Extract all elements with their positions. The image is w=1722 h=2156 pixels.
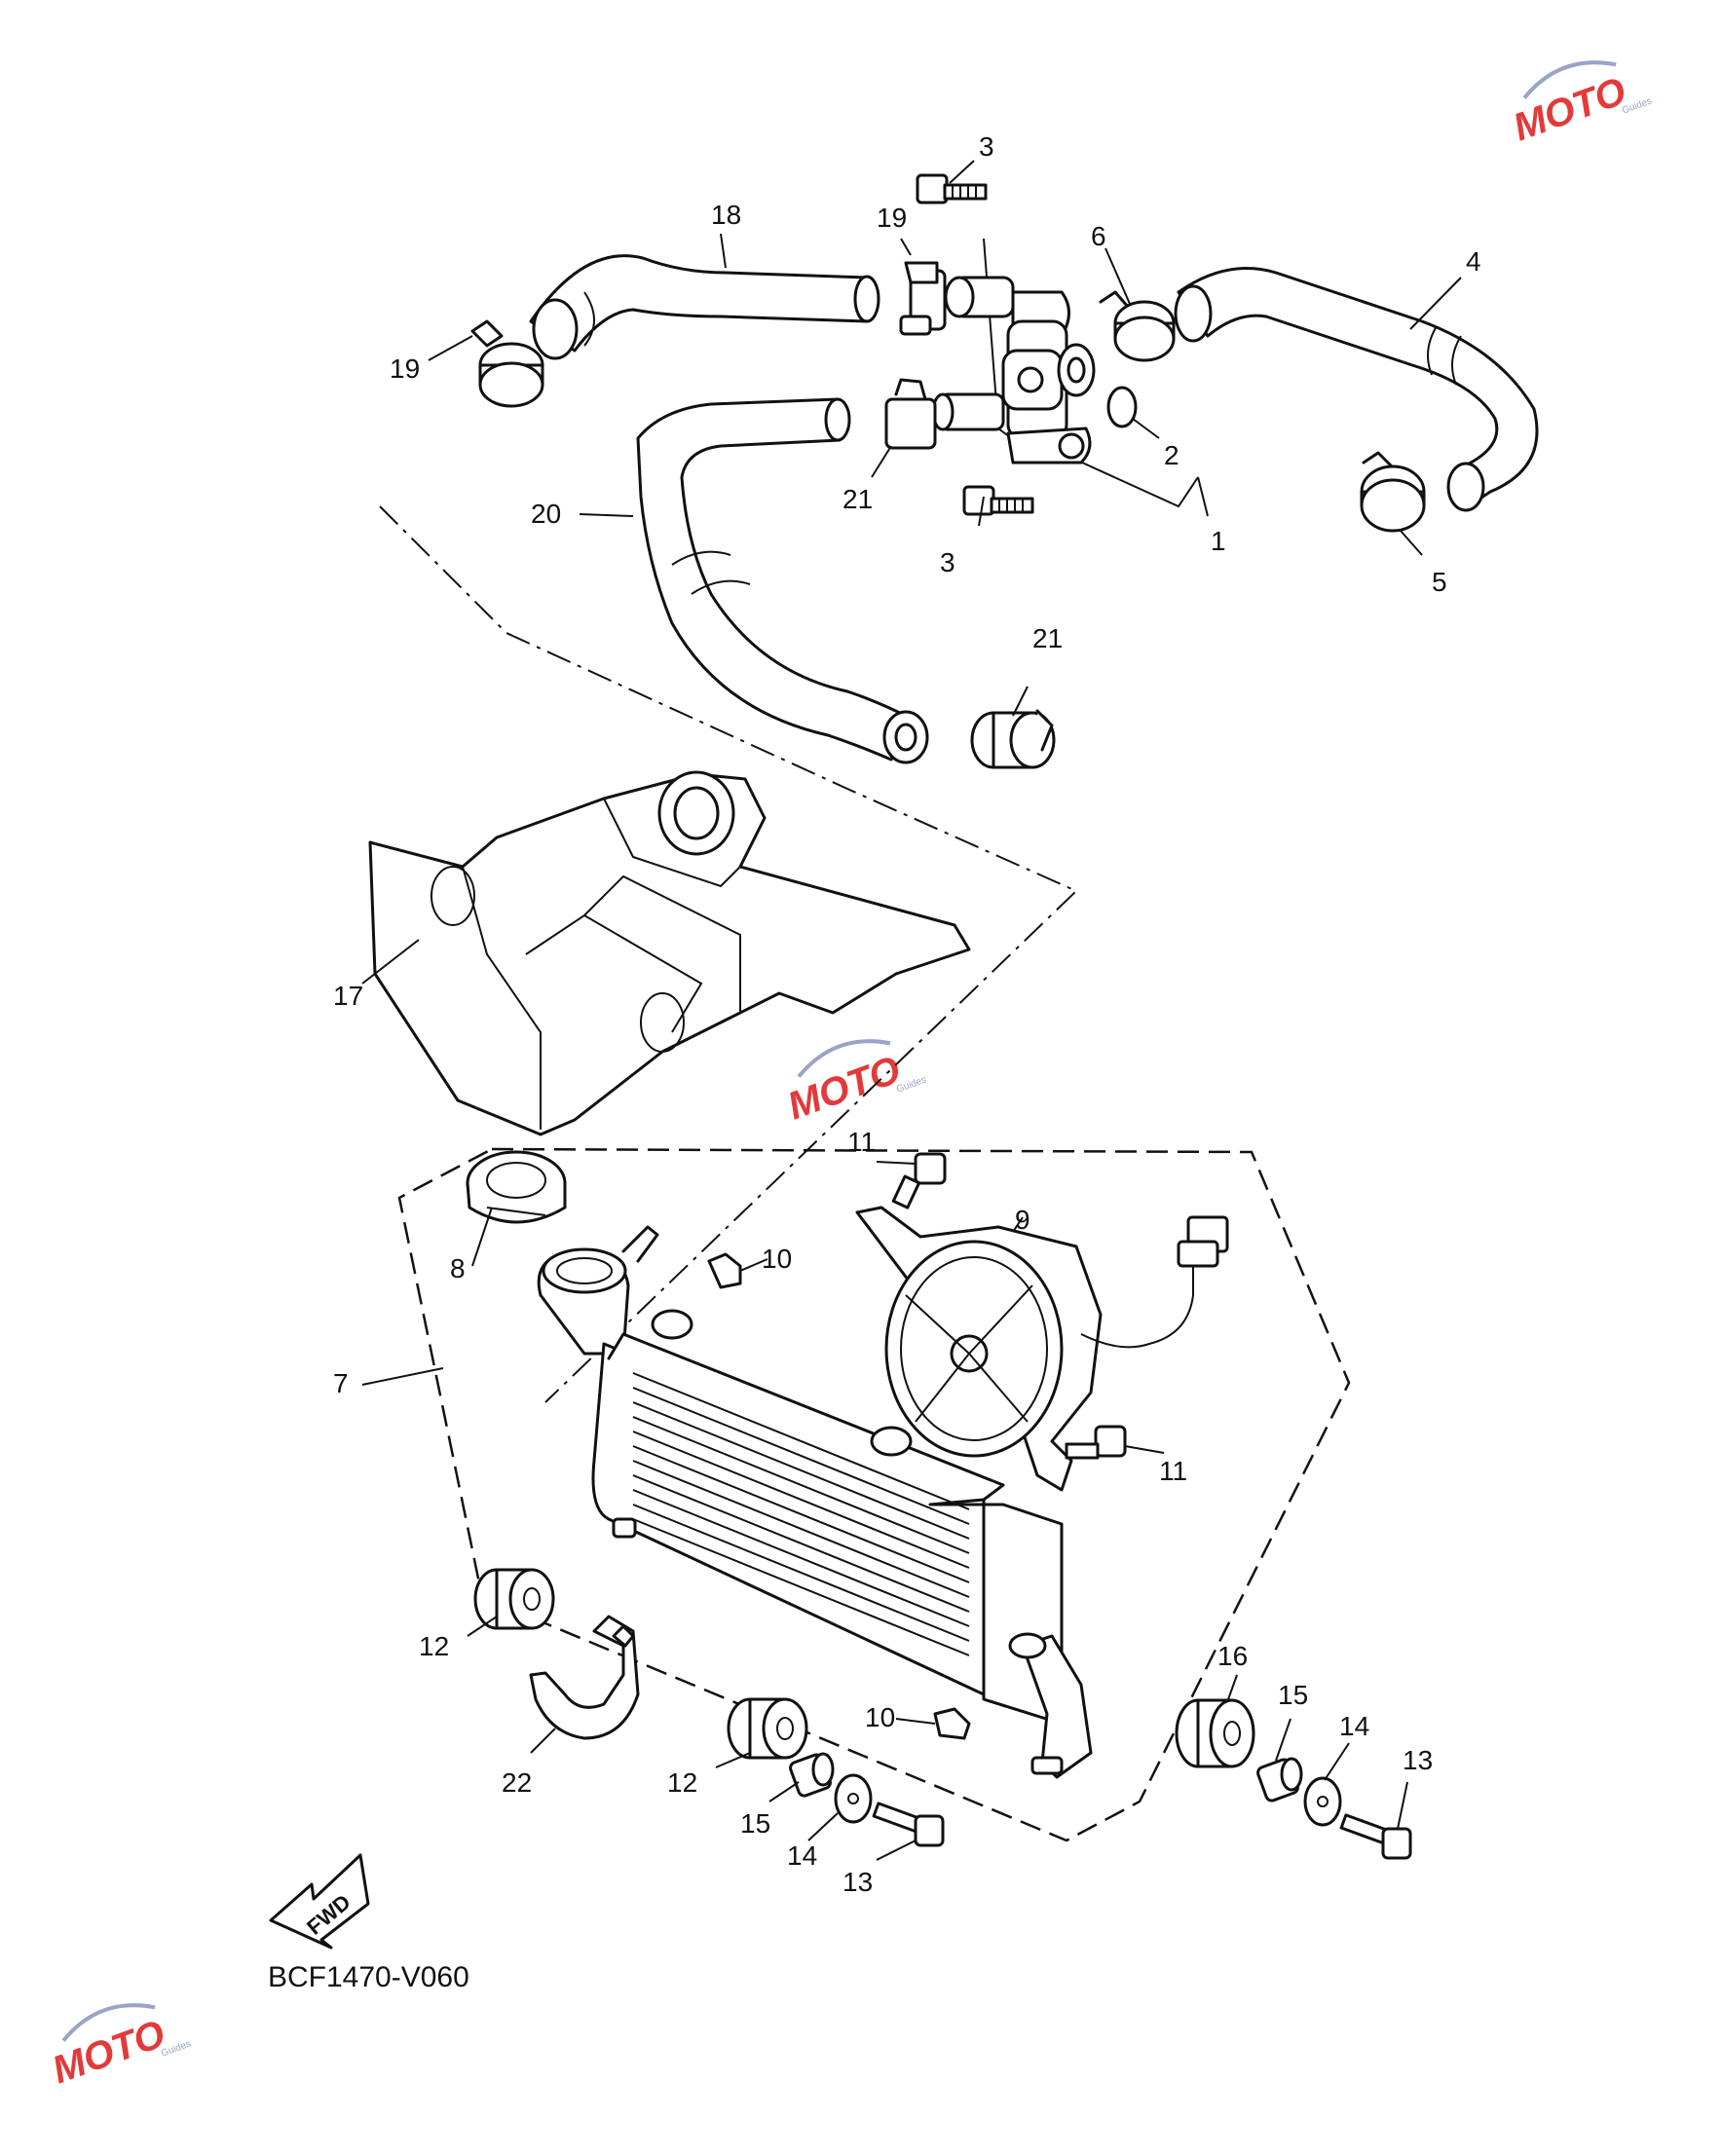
callout-21-bottom: 21	[1032, 623, 1063, 653]
part-4-hose	[1174, 267, 1539, 512]
part-20-hose	[636, 397, 929, 764]
part-11-bolt-right	[1065, 1425, 1127, 1460]
callout-14-bottom: 14	[787, 1840, 817, 1871]
callout-3-top: 3	[979, 131, 994, 162]
callout-labels: 1 2 3 3 4 5 6 7 8 9 10 10 11 11 12 12 13…	[333, 131, 1481, 1897]
callout-13-right: 13	[1403, 1745, 1433, 1775]
part-15-collar-right	[1256, 1757, 1303, 1803]
callout-4: 4	[1466, 246, 1481, 277]
callout-19-right: 19	[877, 203, 907, 233]
hose-routing-line	[379, 505, 1078, 1403]
callout-8: 8	[450, 1253, 466, 1283]
callout-10-top: 10	[762, 1244, 792, 1274]
callout-1: 1	[1211, 526, 1226, 556]
callout-19-left: 19	[390, 353, 420, 384]
radiator-core-fins	[632, 1372, 970, 1656]
callout-12-left: 12	[419, 1631, 449, 1661]
part-1-thermostat-housing	[931, 276, 1096, 465]
part-19-clamp-right	[899, 261, 947, 336]
part-7-radiator	[537, 1225, 1093, 1779]
svg-text:MOTO: MOTO	[47, 2012, 170, 2092]
part-13-bolt-bottom	[872, 1802, 945, 1847]
part-3-bolt-top	[916, 173, 988, 204]
part-21-clamp-bottom	[970, 709, 1056, 769]
callout-6: 6	[1091, 221, 1106, 251]
part-15-collar-bottom	[789, 1752, 835, 1798]
part-18-hose	[529, 254, 880, 360]
callout-10-bottom: 10	[865, 1702, 895, 1732]
part-12-grommet-left	[473, 1568, 555, 1630]
callout-15-right: 15	[1278, 1680, 1308, 1710]
radiator-assembly-boundary	[397, 1147, 1351, 1842]
part-22-bracket	[529, 1615, 640, 1740]
callout-18: 18	[711, 200, 741, 230]
callout-9: 9	[1015, 1205, 1030, 1235]
callout-12-bottom: 12	[667, 1767, 697, 1798]
callout-21-top: 21	[842, 484, 873, 514]
part-9-fan	[855, 1206, 1229, 1492]
watermark-logo-top-right: MOTO Guides	[1508, 60, 1654, 149]
callout-20: 20	[531, 499, 561, 529]
watermark-logo-bottom-left: MOTO Guides	[47, 2003, 193, 2092]
part-6-clamp	[1099, 290, 1176, 362]
fwd-arrow-icon: FWD	[269, 1853, 370, 1950]
part-11-bolt-top	[891, 1152, 947, 1209]
diagram-code: BCF1470-V060	[268, 1961, 469, 1993]
callout-2: 2	[1164, 440, 1179, 470]
part-14-washer-bottom	[834, 1773, 873, 1824]
part-14-washer-right	[1303, 1776, 1342, 1827]
part-3-bolt-bottom	[962, 485, 1034, 516]
callout-22: 22	[502, 1767, 532, 1798]
part-17-cover	[368, 770, 971, 1136]
leader-lines	[361, 160, 1462, 1861]
callout-13-bottom: 13	[842, 1867, 873, 1897]
part-2-o-ring	[1106, 386, 1138, 428]
part-5-clamp	[1360, 451, 1426, 533]
part-8-radiator-cap	[466, 1150, 567, 1224]
callout-16: 16	[1217, 1641, 1248, 1671]
part-16-grommet	[1175, 1698, 1255, 1768]
part-13-bolt-right	[1339, 1813, 1412, 1860]
callout-15-bottom: 15	[740, 1808, 770, 1839]
callout-5: 5	[1432, 567, 1447, 597]
svg-text:MOTO: MOTO	[782, 1048, 906, 1128]
callout-7: 7	[333, 1368, 349, 1398]
callout-11-top: 11	[847, 1127, 876, 1157]
part-19-clamp-left	[470, 319, 544, 408]
callout-14-right: 14	[1339, 1711, 1369, 1741]
part-21-clamp-top	[884, 378, 937, 450]
part-10-clip-bottom	[933, 1707, 971, 1740]
part-10-clip-top	[707, 1252, 742, 1289]
part-12-grommet-bottom	[727, 1697, 808, 1760]
callout-17: 17	[333, 981, 363, 1011]
watermark-logo-center: MOTO Guides	[782, 1039, 928, 1128]
callout-11-right: 11	[1159, 1456, 1187, 1486]
svg-text:MOTO: MOTO	[1508, 69, 1631, 149]
callout-3-bottom: 3	[940, 547, 955, 577]
